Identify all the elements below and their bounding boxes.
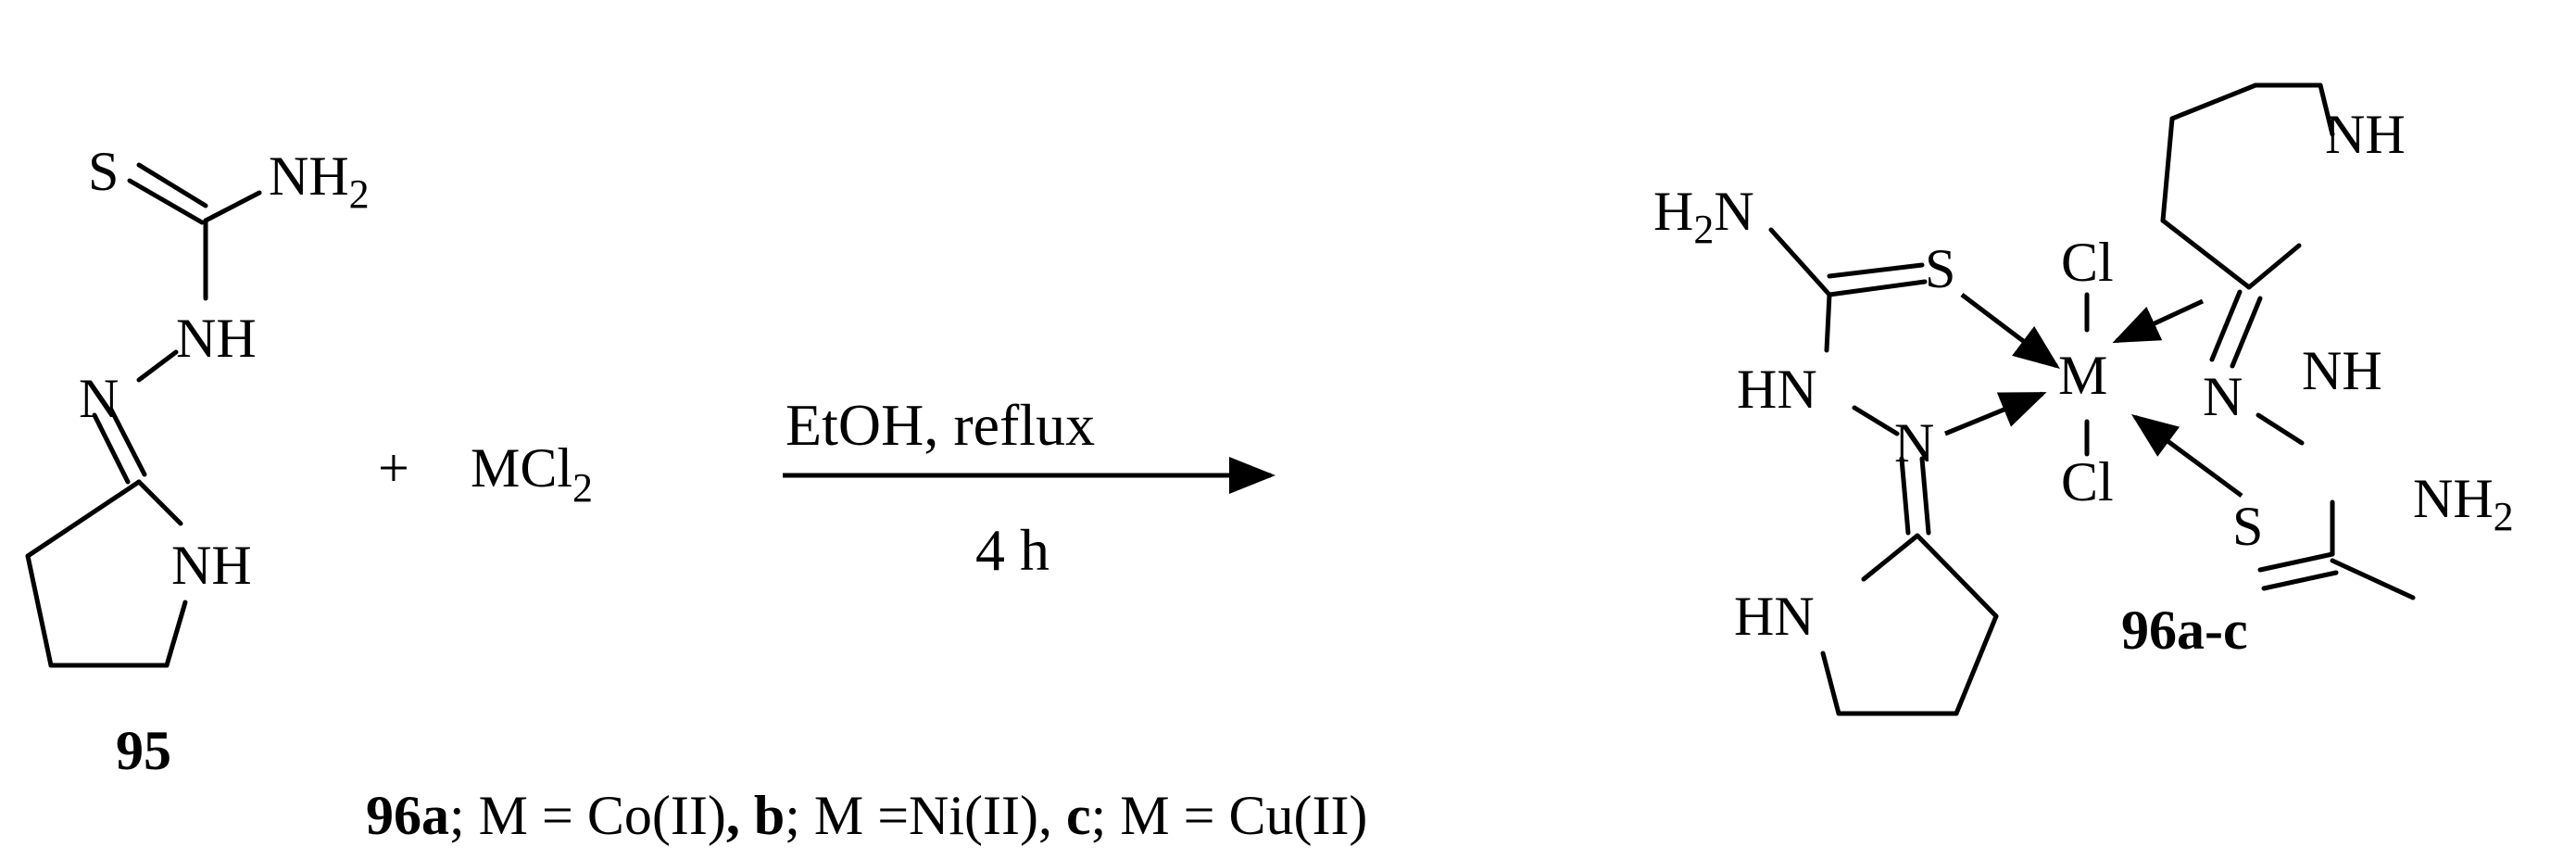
left-ring-hn-atom: HN — [1734, 586, 1815, 647]
complex-96: H2N S HN N HN Cl M Cl NH N NH S NH2 96a-… — [1653, 82, 2514, 716]
right-nh-atom: NH — [2302, 340, 2382, 401]
s-to-m-arrow — [1960, 293, 2060, 370]
reaction-arrow-group: EtOH, reflux 4 h — [783, 392, 1275, 583]
right-nh2-subscript: 2 — [2494, 494, 2514, 539]
metal-legend: 96a; M = Co(II), b; M =Ni(II), c; M = Cu… — [366, 785, 1367, 846]
legend-b-text: ; M =Ni(II), — [785, 785, 1066, 846]
coordination-bonds — [1944, 293, 2243, 499]
sulfur-atom: S — [88, 141, 119, 202]
complex-bonds — [1768, 82, 2416, 716]
metal-atom: M — [2058, 345, 2107, 406]
reagent-mcl2: + MCl2 — [378, 437, 593, 511]
plus-sign: + — [378, 437, 409, 499]
metal-chloride: MCl2 — [471, 437, 593, 511]
reaction-conditions-bottom: 4 h — [975, 517, 1049, 583]
compound-95-bonds — [25, 162, 262, 668]
metal-chloride-subscript: 2 — [572, 465, 593, 511]
metal-chloride-text: MCl — [471, 437, 572, 499]
complex-label: 96a-c — [2121, 600, 2248, 661]
reaction-conditions-top: EtOH, reflux — [785, 392, 1095, 458]
h2n-n: N — [1714, 181, 1753, 242]
nh2-group-text: NH — [269, 145, 349, 207]
legend-a-label: 96a — [366, 785, 449, 846]
legend-c-label: c — [1066, 785, 1091, 846]
compound-95: S NH2 NH N NH 95 — [25, 141, 370, 781]
right-nh2-text: NH — [2413, 468, 2494, 529]
left-imine-n-atom: N — [1894, 412, 1934, 474]
n-to-m-arrow-right — [2112, 298, 2205, 344]
legend-c-text: ; M = Cu(II) — [1091, 785, 1368, 846]
hydrazine-nh-atom: NH — [176, 308, 257, 369]
cl-top-atom: Cl — [2061, 232, 2114, 293]
right-sulfur-atom: S — [2232, 496, 2263, 557]
imine-n-atom: N — [79, 368, 119, 429]
s-to-m-arrow-right — [2130, 414, 2243, 499]
compound-95-label: 95 — [116, 720, 171, 781]
h2n-group: H2N — [1653, 181, 1754, 252]
h2n-h: H — [1653, 181, 1693, 242]
h2n-subscript: 2 — [1693, 207, 1714, 252]
left-hn-atom: HN — [1737, 359, 1817, 420]
right-imine-n-atom: N — [2203, 366, 2243, 427]
nh2-subscript: 2 — [349, 171, 370, 217]
right-nh2-group: NH2 — [2413, 468, 2514, 539]
nh2-group: NH2 — [269, 145, 370, 217]
n-to-m-arrow-left — [1944, 391, 2047, 436]
cl-bottom-atom: Cl — [2061, 451, 2114, 512]
left-sulfur-atom: S — [1925, 238, 1955, 299]
right-ring-nh-atom: NH — [2325, 104, 2406, 165]
ring-nh-atom: NH — [171, 535, 252, 596]
legend-b-label: , b — [726, 785, 785, 846]
legend-a-text: ; M = Co(II) — [449, 785, 726, 846]
